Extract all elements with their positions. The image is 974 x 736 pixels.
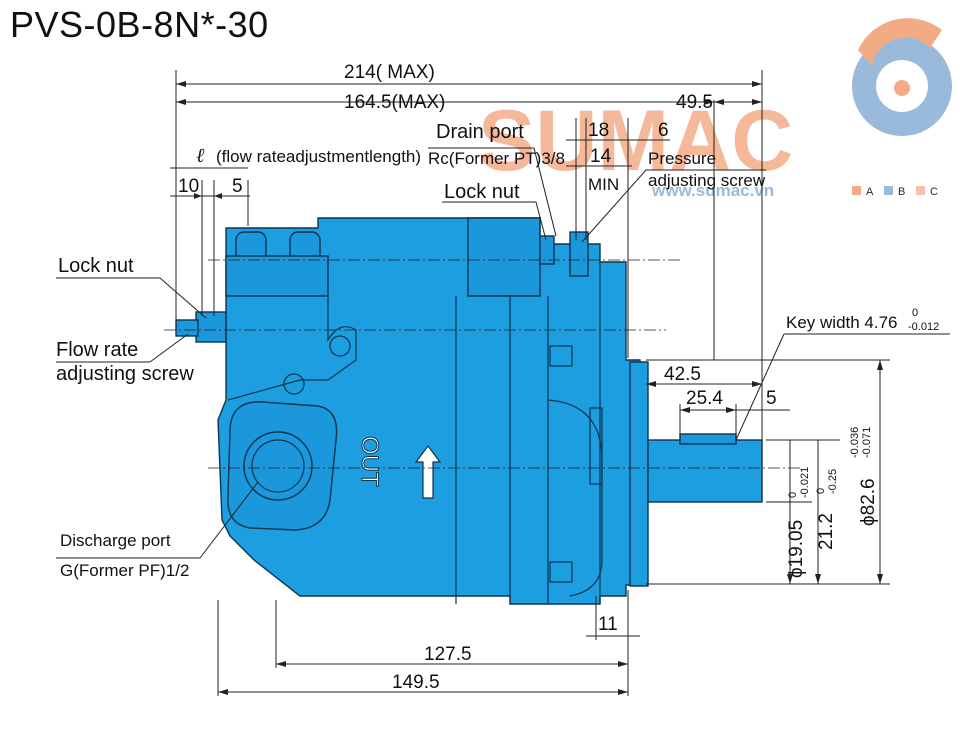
dim-18: 18 xyxy=(588,120,609,141)
dim-5-left: 5 xyxy=(232,176,243,197)
dim-pilot-tol-lo: -0.071 xyxy=(861,427,873,458)
dim-11: 11 xyxy=(598,614,618,635)
logo-website: www.sumac.vn xyxy=(651,181,774,200)
discharge-port-spec: G(Former PF)1/2 xyxy=(60,561,189,580)
pressure-label-1: Pressure xyxy=(648,149,716,168)
lock-nut-left-label: Lock nut xyxy=(58,255,134,277)
dim-10: 10 xyxy=(178,176,199,197)
dim-right-offset: 49.5 xyxy=(676,92,713,113)
logo-legend-c: C xyxy=(930,186,938,198)
dim-14: 14 xyxy=(590,146,612,167)
dim-key-height-tol-lo: -0.25 xyxy=(827,469,839,494)
shaft xyxy=(647,439,763,503)
flow-rate-label-2: adjusting screw xyxy=(56,363,194,385)
key-width-label: Key width 4.76 xyxy=(786,313,898,332)
logo-legend-b: B xyxy=(898,186,905,198)
out-label: OUT xyxy=(356,436,383,487)
drain-port-label: Drain port xyxy=(436,121,524,143)
dim-pilot-tol-hi: -0.036 xyxy=(849,427,861,458)
diagram-title: PVS-0B-8N*-30 xyxy=(10,4,269,45)
pump-body: OUT xyxy=(175,217,763,605)
dim-flow-length-note: (flow rateadjustmentlength) xyxy=(216,147,421,166)
pressure-screw xyxy=(569,231,589,277)
pressure-label-2: adjusting screw xyxy=(648,171,766,190)
lock-nut-top-label: Lock nut xyxy=(444,181,520,203)
dim-flow-length: ℓ xyxy=(196,143,205,167)
flow-arrow-icon xyxy=(414,445,442,499)
dimension-arrows xyxy=(176,81,883,695)
logo-text: SUMAC xyxy=(478,93,793,189)
dim-127-5: 127.5 xyxy=(424,644,472,665)
dim-key-height: 21.2 xyxy=(816,513,837,550)
dim-6: 6 xyxy=(658,120,669,141)
flow-rate-screw xyxy=(195,311,227,343)
dim-149-5: 149.5 xyxy=(392,672,440,693)
discharge-port-label: Discharge port xyxy=(60,531,171,550)
dim-overall-max: 214( MAX) xyxy=(344,62,435,83)
mounting-flange xyxy=(629,361,649,587)
key-width-tol-lo: -0.012 xyxy=(908,321,939,333)
shaft-key xyxy=(679,433,737,445)
dim-min: MIN xyxy=(588,175,619,194)
lock-nut-top xyxy=(539,235,555,265)
dim-key-length: 25.4 xyxy=(686,388,723,409)
compensator-block xyxy=(467,217,541,297)
key-width-tol-hi: 0 xyxy=(912,307,918,319)
logo-legend-a: A xyxy=(866,186,874,198)
sumac-logo: SUMAC www.sumac.vn A B C xyxy=(478,18,952,200)
dim-pilot-dia: ϕ82.6 xyxy=(858,478,879,526)
dim-shaft-dia-tol-hi: 0 xyxy=(787,492,799,498)
dim-shaft-length: 42.5 xyxy=(664,364,701,385)
dim-shaft-dia-tol-lo: -0.021 xyxy=(799,467,811,498)
discharge-port xyxy=(243,431,313,501)
flow-rate-label-1: Flow rate xyxy=(56,339,138,361)
drain-port-spec: Rc(Former PT)3/8 xyxy=(428,149,565,168)
dim-key-offset: 5 xyxy=(766,388,777,409)
dim-body-max: 164.5(MAX) xyxy=(344,92,445,113)
dim-shaft-dia: ϕ19.05 xyxy=(786,520,807,578)
dim-key-height-tol-hi: 0 xyxy=(815,488,827,494)
